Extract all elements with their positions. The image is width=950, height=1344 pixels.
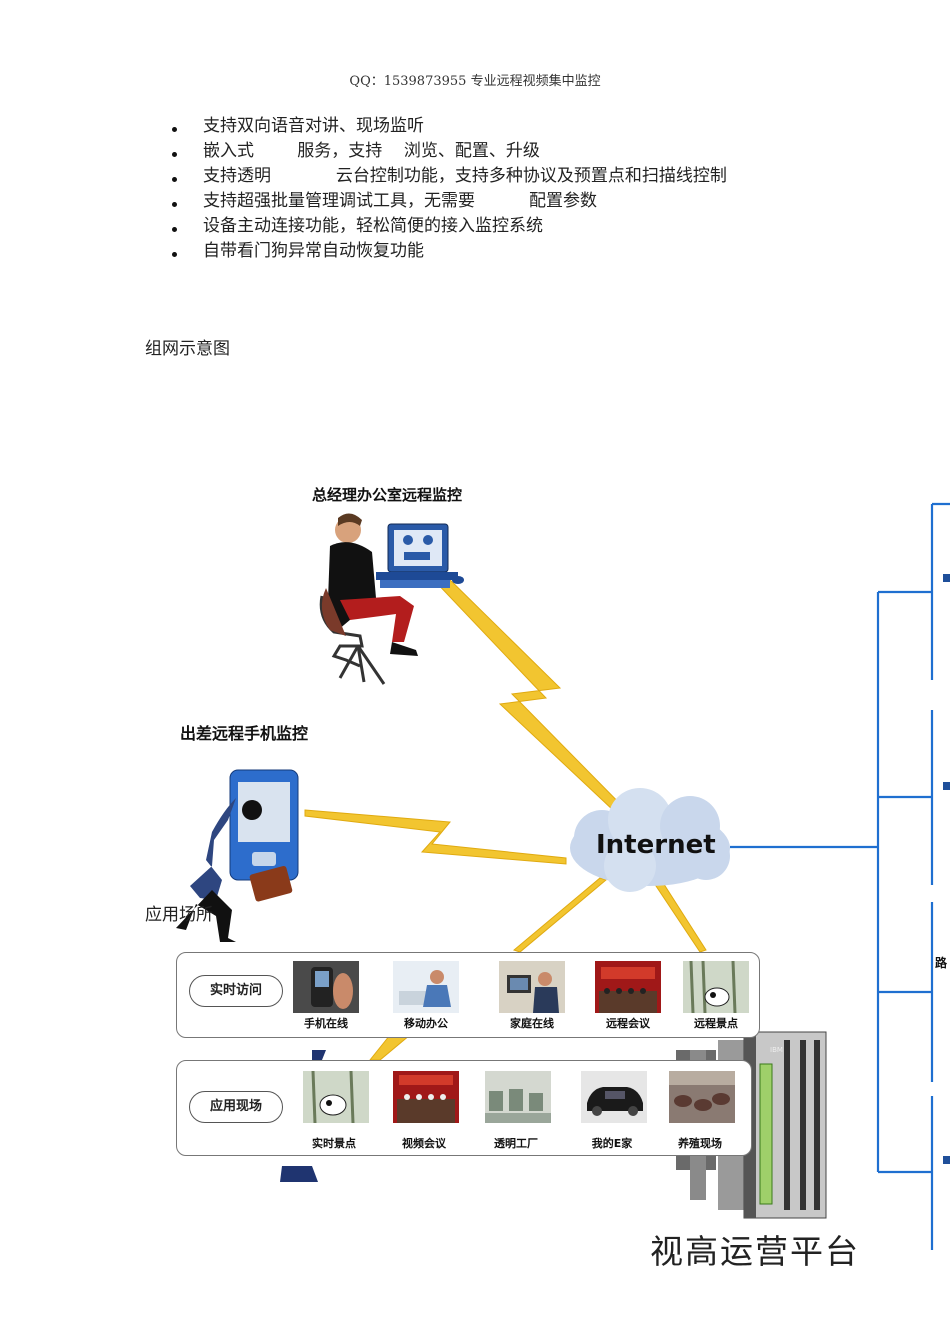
mobile-online-thumbnail <box>293 961 359 1013</box>
internet-label: Internet <box>596 830 716 860</box>
device-stub-icons <box>943 574 950 1164</box>
network-diagram: 总经理办公室远程监控 出差远程手机监控 Internet 路 IBM 实时访问 … <box>0 460 950 1344</box>
lightning-icons <box>304 569 707 1061</box>
thumb-label: 远程会议 <box>606 1017 650 1030</box>
thumb-label: 远程景点 <box>694 1017 738 1030</box>
mobile-user-icon <box>176 769 299 942</box>
network-diagram-graphics <box>176 502 950 1250</box>
feature-item: 支持双向语音对讲、现场监听 <box>168 114 727 139</box>
thumb-label: 视频会议 <box>402 1137 446 1150</box>
my-e-home-thumbnail <box>581 1071 647 1123</box>
feature-list: 支持双向语音对讲、现场监听 嵌入式 服务，支持 浏览、配置、升级 支持透明 云台… <box>168 114 727 264</box>
server-brand-label: IBM <box>770 1046 783 1054</box>
bullet-icon <box>172 252 177 257</box>
application-site-heading: 应用场所 <box>145 905 213 925</box>
thumb-label: 透明工厂 <box>494 1137 538 1150</box>
thumb-label: 我的E家 <box>591 1137 633 1150</box>
link-lines <box>730 502 950 1250</box>
platform-title: 视高运营平台 <box>650 1232 860 1271</box>
feature-item: 支持透明 云台控制功能，支持多种协议及预置点和扫描线控制 <box>168 164 727 189</box>
thumb-label: 实时景点 <box>312 1137 356 1150</box>
remote-scenic-thumbnail <box>683 961 749 1013</box>
feature-item: 自带看门狗异常自动恢复功能 <box>168 239 727 264</box>
transparent-factory-thumbnail <box>485 1071 551 1123</box>
remote-meeting-thumbnail <box>595 961 661 1013</box>
thumb-label: 家庭在线 <box>510 1017 554 1030</box>
page-header: QQ：1539873955 专业远程视频集中监控 <box>349 74 601 89</box>
bullet-icon <box>172 152 177 157</box>
internet-cloud-icon <box>570 788 730 892</box>
feature-item: 设备主动连接功能，轻松简便的接入监控系统 <box>168 214 727 239</box>
bullet-icon <box>172 227 177 232</box>
bullet-icon <box>172 127 177 132</box>
partial-figure-icon <box>280 1050 326 1182</box>
thumb-label: 养殖现场 <box>678 1137 722 1150</box>
realtime-scenic-thumbnail <box>303 1071 369 1123</box>
office-monitoring-caption: 总经理办公室远程监控 <box>312 486 463 504</box>
feature-item: 嵌入式 服务，支持 浏览、配置、升级 <box>168 139 727 164</box>
bullet-icon <box>172 177 177 182</box>
video-conference-thumbnail <box>393 1071 459 1123</box>
office-worker-icon <box>319 513 464 685</box>
bullet-icon <box>172 202 177 207</box>
realtime-access-label: 实时访问 <box>189 975 283 1007</box>
thumb-label: 手机在线 <box>304 1017 348 1030</box>
mobile-office-thumbnail <box>393 961 459 1013</box>
farming-site-thumbnail <box>669 1071 735 1123</box>
application-site-panel: 应用现场 实时景点 视频会议 透明工厂 我的E家 养殖现场 <box>176 1060 752 1156</box>
realtime-access-panel: 实时访问 手机在线 移动办公 家庭在线 远程会议 远程景点 <box>176 952 760 1038</box>
network-diagram-heading: 组网示意图 <box>145 339 230 359</box>
application-site-label: 应用现场 <box>189 1091 283 1123</box>
right-node-label: 路 <box>935 956 948 970</box>
home-online-thumbnail <box>499 961 565 1013</box>
feature-item: 支持超强批量管理调试工具，无需要 配置参数 <box>168 189 727 214</box>
mobile-monitoring-caption: 出差远程手机监控 <box>180 724 309 743</box>
thumb-label: 移动办公 <box>404 1017 448 1030</box>
